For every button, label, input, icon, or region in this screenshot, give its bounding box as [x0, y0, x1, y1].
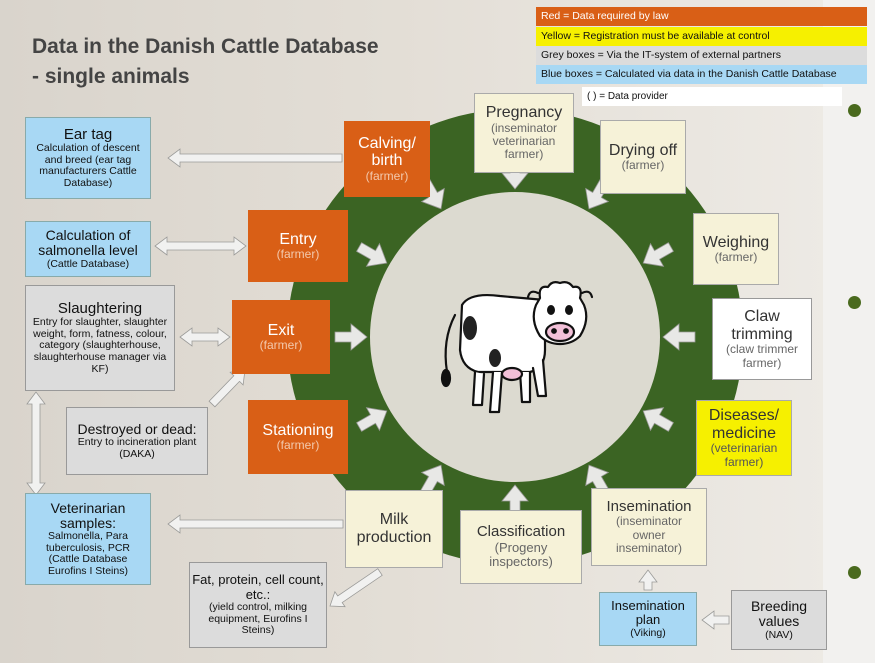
legend-provider: ( ) = Data provider — [582, 87, 842, 106]
fat-protein-title: Fat, protein, cell count, etc.: — [192, 572, 324, 602]
legend-yellow: Yellow = Registration must be available … — [536, 27, 867, 46]
radial-arrow-12 — [334, 323, 368, 351]
vet-samples-title: Veterinarian samples: — [50, 499, 126, 531]
arrow-plan-to-insemination — [638, 569, 658, 591]
box-salmonella: Calculation of salmonella level (Cattle … — [25, 221, 151, 277]
salmonella-title: Calculation of salmonella level — [38, 226, 138, 259]
cow-icon — [440, 281, 594, 414]
ins-plan-sub: (Viking) — [630, 626, 666, 639]
title-line-2: - single animals — [32, 65, 190, 88]
classification-title: Classification — [476, 523, 566, 541]
vet-samples-sub: Salmonella, Para tuberculosis, PCR (Catt… — [45, 530, 131, 577]
breeding-title: Breeding values — [750, 597, 808, 630]
claw-title: Claw trimming — [731, 308, 793, 343]
classification-sub: (Progeny inspectors) — [489, 539, 553, 570]
radial-arrow-1 — [356, 242, 388, 267]
legend-grey: Grey boxes = Via the IT-system of extern… — [536, 46, 867, 65]
calving-title: Calving/ birth — [358, 134, 416, 170]
box-exit: Exit (farmer) — [232, 300, 330, 374]
box-entry: Entry (farmer) — [248, 210, 348, 282]
bullet-3 — [848, 566, 861, 579]
box-insemination-plan: Insemination plan (Viking) — [599, 592, 697, 646]
milk-title: Milk production — [356, 511, 432, 546]
arrow-destroyed-exit — [208, 369, 246, 408]
ear-tag-sub: Calculation of descent and breed (ear ta… — [36, 142, 140, 189]
claw-sub: (claw trimmer farmer) — [726, 342, 798, 370]
radial-arrow-5 — [642, 242, 674, 267]
pregnancy-sub: (inseminator veterinarian farmer) — [490, 121, 558, 162]
breeding-sub: (NAV) — [765, 628, 793, 641]
box-pregnancy: Pregnancy (inseminator veterinarian farm… — [474, 93, 574, 173]
ins-plan-title: Insemination plan — [611, 597, 685, 628]
bullet-2 — [848, 296, 861, 309]
slaughtering-title: Slaughtering — [57, 299, 143, 317]
arrow-breeding-to-plan — [701, 610, 730, 630]
fat-protein-sub: (yield control, milking equipment, Eurof… — [208, 600, 308, 637]
diseases-sub: (veterinarian farmer) — [710, 441, 778, 469]
exit-title: Exit — [267, 321, 295, 339]
drying-off-title: Drying off — [608, 141, 678, 159]
legend-blue: Blue boxes = Calculated via data in the … — [536, 65, 867, 84]
box-weighing: Weighing (farmer) — [693, 213, 779, 285]
exit-sub: (farmer) — [259, 338, 303, 353]
weighing-sub: (farmer) — [714, 250, 758, 265]
destroyed-sub: Entry to incineration plant (DAKA) — [77, 436, 197, 460]
box-claw-trimming: Claw trimming (claw trimmer farmer) — [712, 298, 812, 380]
entry-sub: (farmer) — [276, 247, 320, 262]
box-vet-samples: Veterinarian samples: Salmonella, Para t… — [25, 493, 151, 585]
stationing-sub: (farmer) — [276, 438, 320, 453]
arrow-milk-to-vet — [167, 514, 344, 534]
title-line-1: Data in the Danish Cattle Database — [32, 35, 379, 58]
radial-arrow-11 — [356, 407, 388, 432]
drying-off-sub: (farmer) — [621, 158, 665, 173]
ear-tag-title: Ear tag — [63, 125, 113, 143]
page-title: Data in the Danish Cattle Database - sin… — [32, 32, 379, 92]
stationing-title: Stationing — [262, 421, 334, 439]
entry-title: Entry — [279, 230, 317, 248]
insemination-title: Insemination — [606, 497, 692, 515]
radial-arrow-6 — [662, 323, 696, 351]
insemination-sub: (inseminator owner inseminator) — [615, 514, 683, 555]
diseases-title: Diseases/ medicine — [708, 407, 780, 442]
salmonella-sub: (Cattle Database) — [46, 257, 130, 270]
arrow-calving-to-eartag — [167, 148, 343, 168]
radial-arrow-7 — [642, 407, 674, 432]
box-destroyed: Destroyed or dead: Entry to incineration… — [66, 407, 208, 475]
box-stationing: Stationing (farmer) — [248, 400, 348, 474]
box-classification: Classification (Progeny inspectors) — [460, 510, 582, 584]
box-milk-production: Milk production — [345, 490, 443, 568]
arrow-milk-to-fat — [329, 568, 383, 608]
radial-arrows — [334, 156, 696, 518]
box-insemination: Insemination (inseminator owner insemina… — [591, 488, 707, 566]
box-ear-tag: Ear tag Calculation of descent and breed… — [25, 117, 151, 199]
destroyed-title: Destroyed or dead: — [77, 420, 197, 437]
weighing-title: Weighing — [702, 233, 770, 251]
slaughtering-sub: Entry for slaughter, slaughter weight, f… — [32, 316, 168, 375]
box-drying-off: Drying off (farmer) — [600, 120, 686, 194]
arrow-slaughter-exit — [179, 327, 231, 347]
legend-red: Red = Data required by law — [536, 7, 867, 26]
side-arrows — [26, 148, 730, 630]
box-slaughtering: Slaughtering Entry for slaughter, slaugh… — [25, 285, 175, 391]
arrow-slaughter-vet — [26, 391, 46, 496]
box-diseases: Diseases/ medicine (veterinarian farmer) — [696, 400, 792, 476]
bullet-1 — [848, 104, 861, 117]
arrow-salmonella-entry — [154, 236, 247, 256]
box-calving: Calving/ birth (farmer) — [344, 121, 430, 197]
calving-sub: (farmer) — [365, 169, 409, 183]
pregnancy-title: Pregnancy — [485, 104, 563, 122]
box-fat-protein: Fat, protein, cell count, etc.: (yield c… — [189, 562, 327, 648]
box-breeding-values: Breeding values (NAV) — [731, 590, 827, 650]
